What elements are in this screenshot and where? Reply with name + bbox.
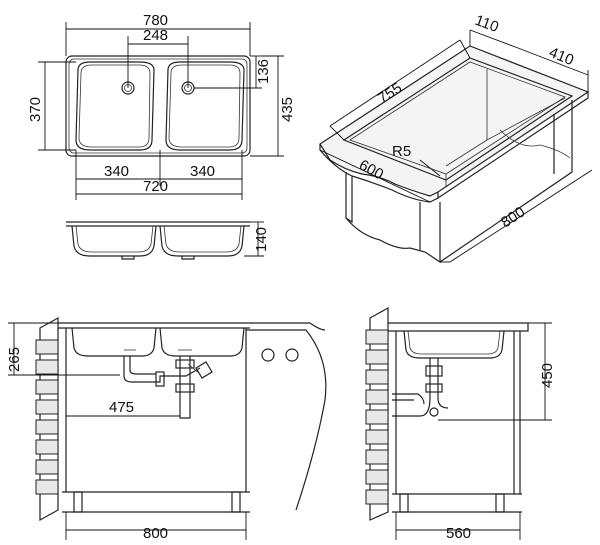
iso-countertop xyxy=(319,45,590,197)
dim-800-front: 800 xyxy=(143,525,168,542)
front-left-bowl xyxy=(71,327,157,357)
dim-720: 720 xyxy=(143,178,168,195)
dim-340-left: 340 xyxy=(104,163,129,180)
dim-475: 475 xyxy=(109,399,134,416)
dim-450: 450 xyxy=(539,363,556,388)
side-section: 450 560 xyxy=(365,306,556,542)
dim-340-right: 340 xyxy=(190,163,215,180)
side-siphon xyxy=(392,358,431,417)
front-siphon xyxy=(123,356,201,383)
brick-wall-right xyxy=(365,306,389,521)
dim-140: 140 xyxy=(253,227,270,252)
brick-wall-left xyxy=(35,316,59,522)
dim-265: 265 xyxy=(6,347,23,372)
side-bowl xyxy=(403,330,505,359)
profile-right-bowl xyxy=(159,225,245,257)
front-section: 265 475 800 xyxy=(6,316,327,542)
sink-outline xyxy=(65,55,251,157)
dim-248: 248 xyxy=(143,27,168,44)
dim-435: 435 xyxy=(279,97,296,122)
dim-136: 136 xyxy=(255,59,272,84)
front-right-bowl xyxy=(159,327,245,357)
dim-780: 780 xyxy=(143,12,168,29)
dim-560: 560 xyxy=(446,525,471,542)
dim-370: 370 xyxy=(27,97,44,122)
side-countertop xyxy=(388,322,529,332)
profile-left-bowl xyxy=(71,225,157,257)
right-bowl xyxy=(165,61,245,151)
side-profile: 140 xyxy=(66,221,270,260)
iso-cabinet xyxy=(345,172,441,264)
top-view: 780 248 370 136 435 340 340 720 xyxy=(27,12,296,200)
left-bowl xyxy=(75,61,155,151)
front-countertop xyxy=(58,322,326,331)
isometric-view: 110 410 755 R5 600 800 xyxy=(319,12,593,264)
dim-410: 410 xyxy=(547,44,577,69)
dim-r5: R5 xyxy=(392,143,411,160)
iso-basin-opening xyxy=(342,57,574,181)
dim-800-iso: 800 xyxy=(498,203,528,231)
